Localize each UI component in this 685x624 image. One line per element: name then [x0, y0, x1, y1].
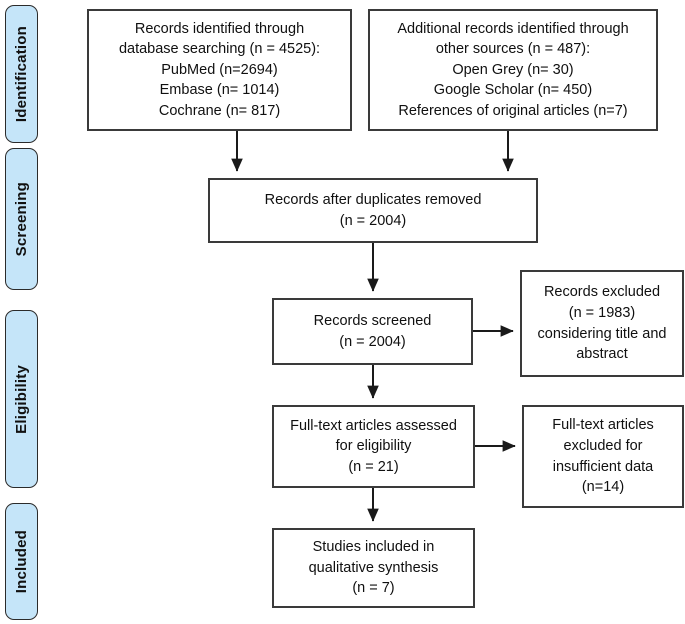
stage-label-eligibility: Eligibility — [13, 364, 30, 434]
box-records-identified-database: Records identified through database sear… — [87, 9, 352, 131]
box-records-after-duplicates-removed: Records after duplicates removed (n = 20… — [208, 178, 538, 243]
box-text-duplicates-removed: Records after duplicates removed (n = 20… — [264, 191, 482, 229]
stage-tab-identification: Identification — [5, 5, 38, 143]
box-text-fulltext-excluded: Full-text articles excluded for insuffic… — [552, 417, 654, 496]
box-text-records-excluded: Records excluded (n = 1983) considering … — [537, 284, 667, 363]
stage-label-screening: Screening — [13, 181, 30, 257]
box-text-other-sources: Additional records identified through ot… — [397, 20, 629, 119]
box-text-records-screened: Records screened (n = 2004) — [313, 312, 432, 350]
box-records-identified-other-sources: Additional records identified through ot… — [368, 9, 658, 131]
stage-tab-included: Included — [5, 503, 38, 620]
box-text-fulltext-assessed: Full-text articles assessed for eligibil… — [290, 417, 457, 475]
stage-tab-eligibility: Eligibility — [5, 310, 38, 488]
box-records-excluded: Records excluded (n = 1983) considering … — [520, 270, 684, 377]
box-studies-included: Studies included in qualitative synthesi… — [272, 528, 475, 608]
stage-tab-screening: Screening — [5, 148, 38, 290]
box-fulltext-articles-assessed: Full-text articles assessed for eligibil… — [272, 405, 475, 488]
stage-label-included: Included — [13, 529, 30, 594]
box-records-screened: Records screened (n = 2004) — [272, 298, 473, 365]
box-fulltext-articles-excluded: Full-text articles excluded for insuffic… — [522, 405, 684, 508]
box-text-studies-included: Studies included in qualitative synthesi… — [308, 539, 439, 597]
stage-label-identification: Identification — [13, 25, 30, 123]
box-text-database-searching: Records identified through database sear… — [118, 20, 321, 119]
